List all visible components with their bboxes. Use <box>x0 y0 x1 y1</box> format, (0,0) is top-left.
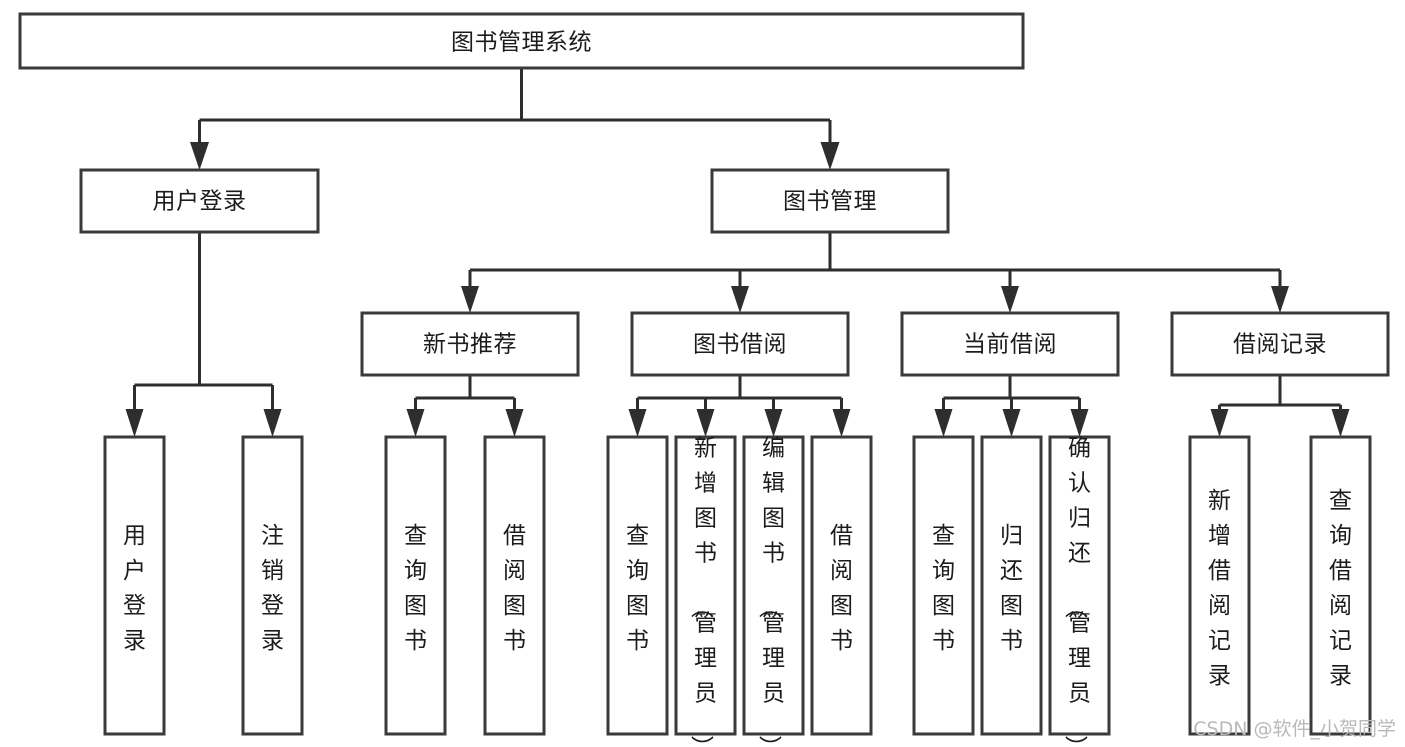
node-book-borrow-label: 图书借阅 <box>693 332 787 358</box>
node-book-manage-label: 图书管理 <box>783 189 877 215</box>
node-leaf-logout-login-label: 注销登录 <box>261 523 284 654</box>
node-leaf-add-book-box[interactable] <box>674 435 737 736</box>
arrow-head-leaf-edit-book <box>764 409 783 437</box>
arrow-head-leaf-confirm-return <box>1070 409 1089 437</box>
node-leaf-query-book-rec[interactable]: 查询图书 <box>384 435 447 736</box>
arrow-head-book-manage <box>820 142 840 170</box>
node-leaf-add-borrow-record-box[interactable] <box>1188 435 1251 736</box>
node-leaf-query-book-current[interactable]: 查询图书 <box>912 435 975 736</box>
arrow-head-leaf-query-book-borrow <box>628 409 647 437</box>
node-book-manage[interactable]: 图书管理 <box>710 168 950 234</box>
node-leaf-borrow-book-rec-box[interactable] <box>483 435 546 736</box>
node-leaf-add-book[interactable]: 新增图书（管理员） <box>674 435 737 747</box>
node-leaf-borrow-book-rec[interactable]: 借阅图书 <box>483 435 546 736</box>
node-leaf-user-login-label: 用户登录 <box>123 523 146 654</box>
arrow-head-leaf-logout-login <box>263 409 282 437</box>
node-leaf-query-borrow-record-label: 查询借阅记录 <box>1329 488 1352 689</box>
node-borrow-records-box[interactable] <box>1170 311 1390 377</box>
node-leaf-user-login[interactable]: 用户登录 <box>103 435 166 736</box>
node-leaf-query-book-rec-box[interactable] <box>384 435 447 736</box>
arrow-head-leaf-borrow-book <box>832 409 851 437</box>
node-leaf-edit-book-box[interactable] <box>742 435 805 736</box>
node-borrow-records[interactable]: 借阅记录 <box>1170 311 1390 377</box>
node-leaf-borrow-book-label: 借阅图书 <box>830 523 853 654</box>
node-book-manage-box[interactable] <box>710 168 950 234</box>
arrow-head-leaf-query-book-rec <box>406 409 425 437</box>
node-leaf-query-borrow-record[interactable]: 查询借阅记录 <box>1309 435 1372 736</box>
node-leaf-add-borrow-record[interactable]: 新增借阅记录 <box>1188 435 1251 736</box>
node-leaf-query-book-borrow[interactable]: 查询图书 <box>606 435 669 736</box>
arrow-head-borrow-records <box>1271 286 1289 313</box>
node-leaf-query-book-rec-label: 查询图书 <box>404 523 427 654</box>
node-leaf-confirm-return-label: 确认归还（管理员） <box>1062 435 1091 747</box>
node-user-login-box[interactable] <box>79 168 320 234</box>
node-leaf-confirm-return[interactable]: 确认归还（管理员） <box>1048 435 1111 747</box>
arrow-head-leaf-add-borrow-record <box>1210 409 1229 437</box>
node-root-box[interactable] <box>18 12 1025 70</box>
node-book-borrow-box[interactable] <box>630 311 850 377</box>
node-leaf-query-book-current-label: 查询图书 <box>932 523 955 654</box>
node-leaf-borrow-book-rec-label: 借阅图书 <box>503 523 526 654</box>
arrow-head-new-book-recommend <box>461 286 479 313</box>
node-leaf-logout-login[interactable]: 注销登录 <box>241 435 304 736</box>
node-leaf-edit-book-label: 编辑图书（管理员） <box>756 435 785 747</box>
node-new-book-recommend[interactable]: 新书推荐 <box>360 311 580 377</box>
arrow-head-leaf-query-borrow-record <box>1331 409 1350 437</box>
arrow-head-leaf-borrow-book-rec <box>505 409 524 437</box>
node-root[interactable]: 图书管理系统 <box>18 12 1025 70</box>
node-leaf-add-book-label: 新增图书（管理员） <box>688 435 717 747</box>
arrow-head-leaf-return-book <box>1002 409 1021 437</box>
node-leaf-edit-book[interactable]: 编辑图书（管理员） <box>742 435 805 747</box>
node-new-book-recommend-label: 新书推荐 <box>423 332 517 358</box>
node-current-borrow-box[interactable] <box>900 311 1120 377</box>
node-book-borrow[interactable]: 图书借阅 <box>630 311 850 377</box>
node-leaf-return-book-label: 归还图书 <box>1000 523 1023 654</box>
connector-layer <box>125 68 1350 437</box>
node-current-borrow-label: 当前借阅 <box>963 332 1057 358</box>
csdn-watermark: CSDN @软件_小贺同学 <box>1193 718 1396 740</box>
node-leaf-logout-login-box[interactable] <box>241 435 304 736</box>
node-leaf-borrow-book[interactable]: 借阅图书 <box>810 435 873 736</box>
node-leaf-query-book-borrow-box[interactable] <box>606 435 669 736</box>
node-leaf-borrow-book-box[interactable] <box>810 435 873 736</box>
arrow-head-book-borrow <box>731 286 749 313</box>
node-leaf-return-book[interactable]: 归还图书 <box>980 435 1043 736</box>
node-leaf-user-login-box[interactable] <box>103 435 166 736</box>
node-leaf-query-borrow-record-box[interactable] <box>1309 435 1372 736</box>
node-current-borrow[interactable]: 当前借阅 <box>900 311 1120 377</box>
node-user-login[interactable]: 用户登录 <box>79 168 320 234</box>
arrow-head-user-login <box>190 142 209 170</box>
node-user-login-label: 用户登录 <box>153 189 247 215</box>
node-leaf-query-book-borrow-label: 查询图书 <box>626 523 649 654</box>
node-new-book-recommend-box[interactable] <box>360 311 580 377</box>
node-root-label: 图书管理系统 <box>451 30 592 56</box>
node-leaf-return-book-box[interactable] <box>980 435 1043 736</box>
arrow-head-leaf-add-book <box>696 409 715 437</box>
node-leaf-confirm-return-box[interactable] <box>1048 435 1111 736</box>
node-borrow-records-label: 借阅记录 <box>1233 332 1327 358</box>
arrow-head-current-borrow <box>1001 286 1019 313</box>
arrow-head-leaf-user-login <box>125 409 144 437</box>
node-leaf-query-book-current-box[interactable] <box>912 435 975 736</box>
arrow-head-leaf-query-book-current <box>934 409 953 437</box>
node-leaf-add-borrow-record-label: 新增借阅记录 <box>1208 488 1231 689</box>
